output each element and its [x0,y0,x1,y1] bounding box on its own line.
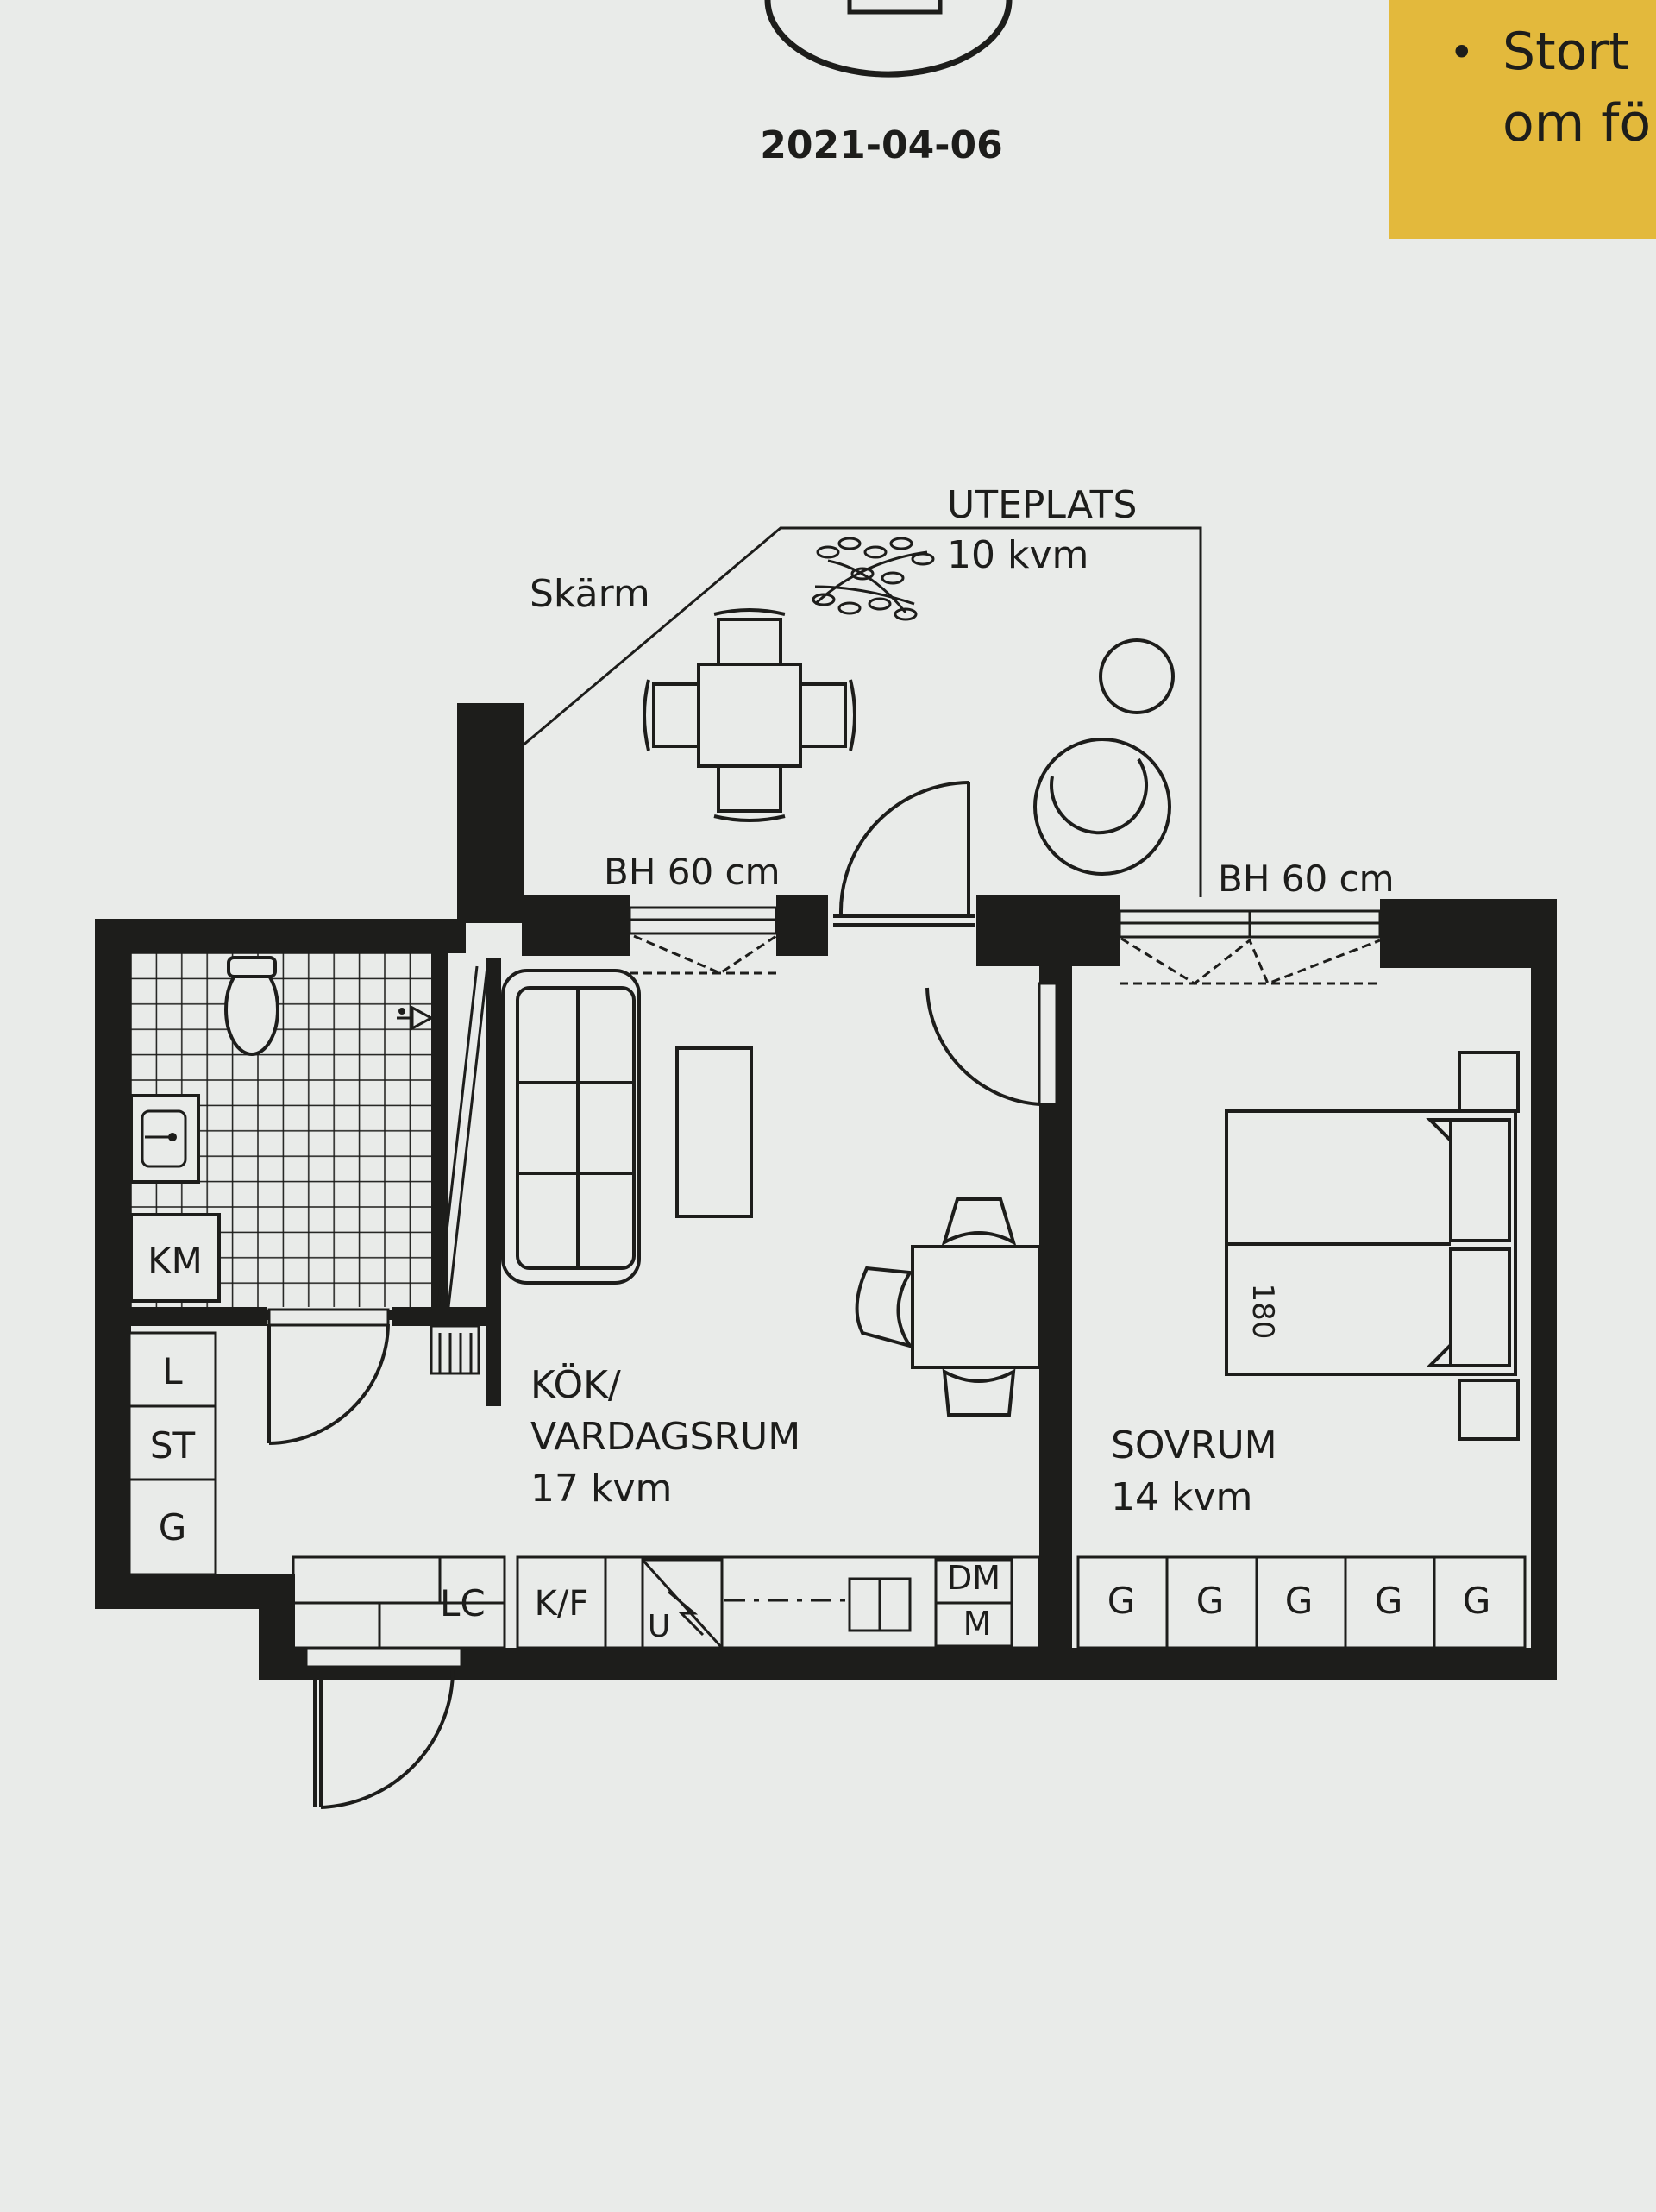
radiator [430,1324,480,1375]
bedroom-wardrobe-label-2: G [1196,1580,1225,1622]
fridge-freezer-label: K/F [535,1584,589,1624]
bedroom-wardrobes [1076,1555,1527,1650]
window-right [1118,909,1382,985]
coffee-table [675,1046,753,1218]
shaft [436,965,489,1308]
plan-date: 2021-04-06 [760,123,1002,167]
bathroom-door [267,1308,390,1445]
bedroom-name: SOVRUM [1111,1423,1277,1467]
logo-emblem [764,0,1013,78]
double-bed [1225,1051,1520,1441]
patio-dining-set [643,608,856,822]
oven-label: U [648,1609,670,1644]
entrance-door [304,1646,463,1809]
sink-icon [129,1094,200,1184]
plant-icon [812,537,935,621]
info-line-1: Stort [1502,22,1629,82]
bedroom-wardrobe-label-4: G [1375,1580,1403,1622]
microwave-label: M [963,1605,992,1643]
bathroom: KM [129,953,435,1307]
living-room-name-1: KÖK/ [530,1362,621,1407]
patio-armchair [1033,738,1171,876]
patio-name: UTEPLATS [947,483,1137,527]
patio: UTEPLATS 10 kvm Skärm [521,483,1202,927]
sofa [501,969,641,1285]
patio-area: 10 kvm [947,533,1088,577]
info-bullet: • [1449,28,1475,78]
hall-storage [128,1331,217,1576]
bedroom-wardrobe-label-1: G [1107,1580,1136,1622]
bedroom-area: 14 kvm [1111,1475,1252,1519]
shower-icon [397,1005,435,1031]
dining-set [855,1197,1041,1417]
shoe-cabinet-label: LC [440,1582,486,1624]
info-line-2: om fö [1502,93,1651,154]
linen-cabinet-label: L [162,1350,183,1392]
screen-label: Skärm [530,572,650,616]
window-left-sill-label: BH 60 cm [604,851,781,893]
hall-wardrobe-label: G [159,1506,187,1549]
bedroom-wardrobe-label-5: G [1463,1580,1491,1622]
window-left [628,906,778,975]
info-box: • Stort om fö [1389,0,1656,239]
living-door [925,982,1058,1106]
cleaning-cabinet-label: ST [150,1424,196,1467]
living-room-area: 17 kvm [530,1467,672,1511]
patio-side-table [1099,638,1175,714]
washer-label: KM [147,1240,203,1282]
patio-door [833,781,975,927]
bedroom-wardrobe-label-3: G [1285,1580,1314,1622]
walls [95,703,1557,1680]
dishwasher-label: DM [947,1559,1000,1597]
bed-width-label: 180 [1245,1284,1280,1340]
kitchen-counter [516,1555,1041,1650]
washer-unit [129,1213,221,1303]
living-room-name-2: VARDAGSRUM [530,1415,800,1459]
window-right-sill-label: BH 60 cm [1218,858,1395,900]
